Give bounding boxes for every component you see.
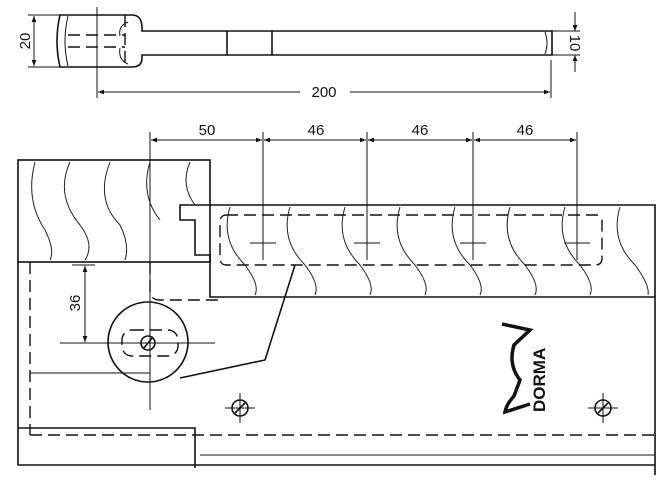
svg-text:46: 46 — [412, 122, 429, 139]
svg-text:36: 36 — [67, 295, 84, 312]
arm-side-view — [56, 7, 553, 98]
svg-text:46: 46 — [517, 122, 534, 139]
svg-text:10: 10 — [566, 35, 583, 52]
dorma-logo: DORMA — [501, 322, 549, 415]
mounting-hole-right — [588, 393, 618, 423]
svg-text:46: 46 — [308, 122, 325, 139]
dimension-pivot-offset: 36 — [67, 264, 95, 342]
svg-text:DORMA: DORMA — [530, 348, 549, 412]
dimension-arm-width: 20 — [17, 14, 60, 68]
dimension-rod-width: 10 — [552, 12, 583, 72]
mounting-hole-left — [225, 393, 255, 423]
door-leaf-wood — [179, 204, 656, 298]
svg-text:50: 50 — [199, 122, 216, 139]
door-frame-wood — [17, 159, 211, 263]
dimension-arm-length: 200 — [98, 60, 552, 101]
door-closer-body — [17, 262, 656, 475]
svg-text:20: 20 — [17, 33, 34, 50]
pivot-arm — [30, 301, 215, 383]
svg-text:200: 200 — [311, 84, 336, 101]
